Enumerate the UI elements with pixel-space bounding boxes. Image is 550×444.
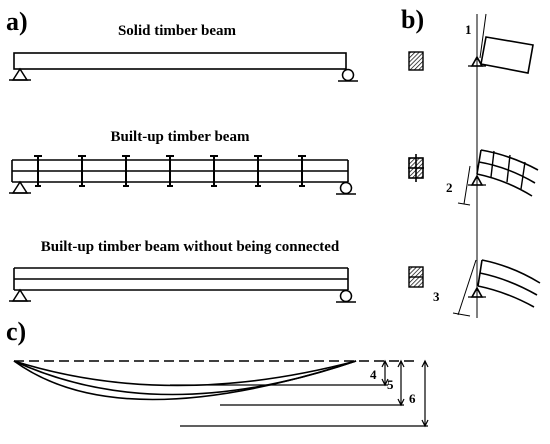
- panel-label-c: c): [6, 317, 26, 346]
- built-up-beam-rotated-end: [457, 149, 539, 206]
- deflection-curve-unconnected: [13, 360, 357, 401]
- unconnected-beam-rotated-end: [452, 259, 541, 317]
- built-up-beam-connectors: [34, 155, 306, 187]
- deflection-curve-solid: [13, 360, 357, 387]
- solid-beam-body: [13, 52, 347, 70]
- built-up-cross-section-icon: [408, 154, 424, 182]
- solid-beam-roller-support: [338, 68, 358, 82]
- built-up-beam-connector: [298, 155, 306, 187]
- solid-beam-rotated-end: [468, 13, 534, 74]
- marker-3: 3: [433, 289, 440, 304]
- built-up-beam-connector: [166, 155, 174, 187]
- built-up-beam-connector: [34, 155, 42, 187]
- unconnected-beam: [13, 267, 349, 291]
- beam-title-built-up: Built-up timber beam: [111, 129, 250, 145]
- built-up-beam-connector: [122, 155, 130, 187]
- built-up-beam-connector: [210, 155, 218, 187]
- marker-1: 1: [465, 22, 472, 37]
- built-up-beam: [11, 159, 349, 183]
- solid-beam-pin-support: [9, 67, 31, 81]
- solid-beam: [13, 52, 347, 70]
- deflection-curves: [13, 360, 418, 401]
- built-up-beam-pin-support: [9, 180, 31, 194]
- marker-4: 4: [370, 367, 377, 382]
- beam-title-solid: Solid timber beam: [118, 23, 237, 39]
- panel-label-a: a): [6, 7, 28, 36]
- unconnected-beam-pin-support: [9, 288, 31, 302]
- unconnected-cross-section-icon: [408, 266, 424, 288]
- unconnected-beam-roller-support: [336, 289, 356, 303]
- built-up-beam-roller-support: [336, 181, 356, 195]
- marker-5: 5: [387, 377, 394, 392]
- marker-2: 2: [446, 180, 453, 195]
- deflection-curve-built-up: [13, 360, 357, 396]
- built-up-beam-connector: [78, 155, 86, 187]
- deflection-dimension-lines: [170, 359, 429, 428]
- panel-label-b: b): [401, 5, 424, 34]
- built-up-beam-connector: [254, 155, 262, 187]
- beam-title-unconnected: Built-up timber beam without being conne…: [41, 239, 340, 255]
- solid-cross-section-icon: [408, 51, 424, 71]
- marker-6: 6: [409, 391, 416, 406]
